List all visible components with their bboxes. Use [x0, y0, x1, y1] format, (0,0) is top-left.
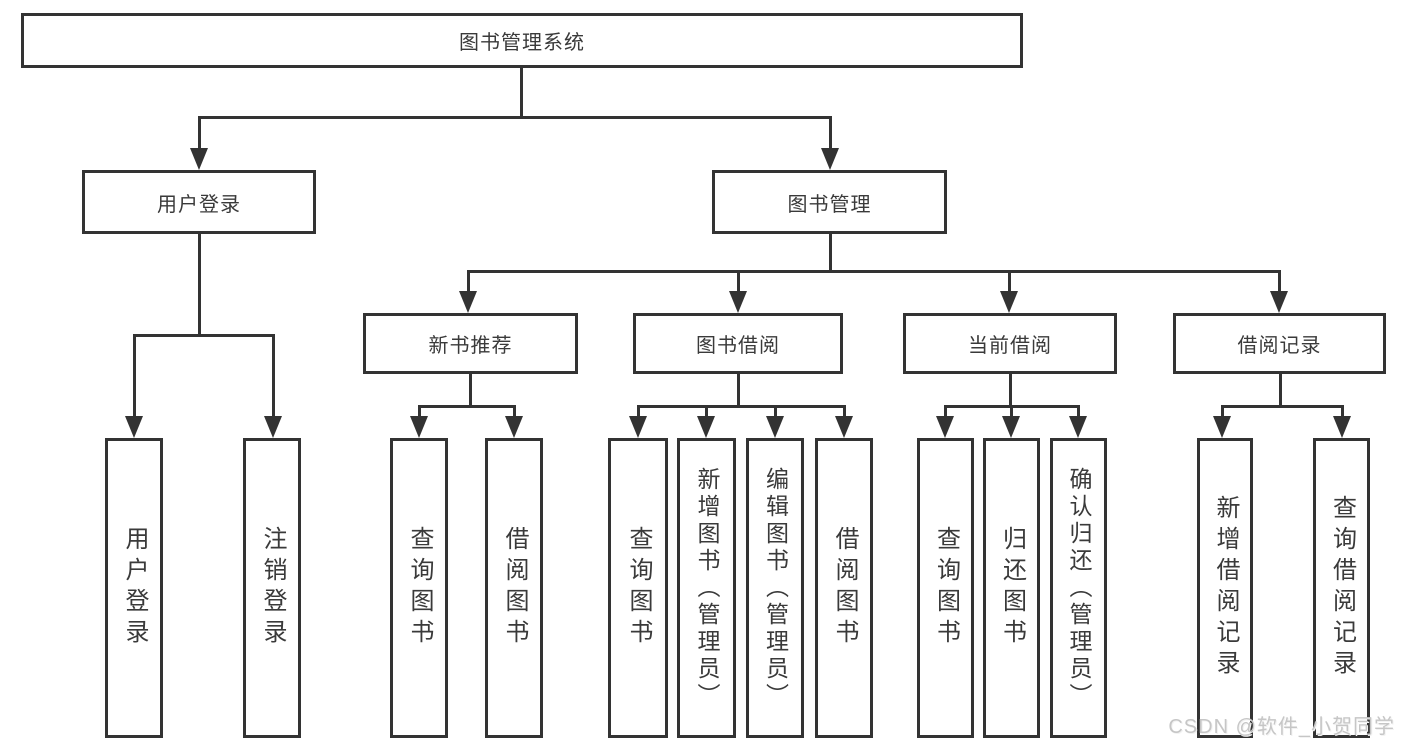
edge-line — [513, 405, 516, 420]
edge-line — [944, 405, 947, 420]
edge-line — [1009, 374, 1012, 408]
edge-line — [1077, 405, 1080, 420]
arrowhead-down-icon — [190, 148, 208, 170]
edge-line — [737, 374, 740, 408]
leaf-query-books-current: 查询图书 — [917, 438, 974, 738]
edge-line — [737, 270, 740, 295]
node-book-management: 图书管理 — [712, 170, 947, 234]
edge-line — [418, 405, 516, 408]
edge-line — [1010, 405, 1013, 420]
leaf-borrow-books-recommend: 借阅图书 — [485, 438, 543, 738]
edge-line — [1008, 270, 1011, 295]
arrowhead-down-icon — [729, 291, 747, 313]
arrowhead-down-icon — [1000, 291, 1018, 313]
leaf-query-borrow-record: 查询借阅记录 — [1313, 438, 1370, 738]
leaf-confirm-return-admin: 确认归还（管理员） — [1050, 438, 1107, 738]
edge-line — [829, 234, 832, 273]
arrowhead-down-icon — [766, 416, 784, 438]
edge-line — [1278, 270, 1281, 295]
edge-line — [1221, 405, 1224, 420]
node-current-borrow: 当前借阅 — [903, 313, 1117, 374]
node-borrow-records-label: 借阅记录 — [1237, 335, 1322, 357]
edge-line — [829, 116, 832, 150]
leaf-label: 借阅图书 — [831, 526, 858, 650]
leaf-logout: 注销登录 — [243, 438, 301, 738]
node-current-borrow-label: 当前借阅 — [968, 335, 1052, 357]
arrowhead-down-icon — [629, 416, 647, 438]
edge-line — [198, 116, 832, 119]
leaf-query-books-borrow: 查询图书 — [608, 438, 668, 738]
leaf-label: 归还图书 — [998, 526, 1026, 650]
edge-line — [272, 334, 275, 420]
arrowhead-down-icon — [459, 291, 477, 313]
leaf-borrow-books: 借阅图书 — [815, 438, 873, 738]
edge-line — [467, 270, 1281, 273]
node-borrow-records: 借阅记录 — [1173, 313, 1386, 374]
leaf-add-books-admin: 新增图书（管理员） — [677, 438, 736, 738]
leaf-label: 查询图书 — [625, 526, 652, 650]
node-root-label: 图书管理系统 — [459, 32, 585, 54]
leaf-user-login: 用户登录 — [105, 438, 163, 738]
leaf-query-books-recommend: 查询图书 — [390, 438, 448, 738]
leaf-label: 用户登录 — [121, 526, 148, 650]
edge-line — [637, 405, 640, 420]
edge-line — [1279, 374, 1282, 408]
node-root-system: 图书管理系统 — [21, 13, 1023, 68]
arrowhead-down-icon — [264, 416, 282, 438]
leaf-label: 确认归还（管理员） — [1066, 466, 1092, 710]
edge-line — [1341, 405, 1344, 420]
arrowhead-down-icon — [1213, 416, 1231, 438]
arrowhead-down-icon — [125, 416, 143, 438]
leaf-label: 查询图书 — [932, 526, 960, 650]
node-book-management-label: 图书管理 — [787, 193, 872, 216]
arrowhead-down-icon — [505, 416, 523, 438]
arrowhead-down-icon — [697, 416, 715, 438]
arrowhead-down-icon — [821, 148, 839, 170]
arrowhead-down-icon — [410, 416, 428, 438]
leaf-return-books: 归还图书 — [983, 438, 1040, 738]
edge-line — [469, 374, 472, 408]
leaf-label: 借阅图书 — [501, 526, 528, 650]
leaf-label: 新增图书（管理员） — [694, 466, 720, 710]
edge-line — [637, 405, 846, 408]
edge-line — [467, 270, 470, 295]
node-new-book-recommend-label: 新书推荐 — [428, 335, 513, 357]
edge-line — [133, 334, 275, 337]
edge-line — [1221, 405, 1344, 408]
leaf-label: 查询图书 — [406, 526, 433, 650]
arrowhead-down-icon — [936, 416, 954, 438]
node-book-borrow-label: 图书借阅 — [696, 335, 780, 357]
arrowhead-down-icon — [1270, 291, 1288, 313]
leaf-edit-books-admin: 编辑图书（管理员） — [746, 438, 804, 738]
leaf-label: 编辑图书（管理员） — [762, 466, 789, 710]
arrowhead-down-icon — [1069, 416, 1087, 438]
arrowhead-down-icon — [835, 416, 853, 438]
node-new-book-recommend: 新书推荐 — [363, 313, 578, 374]
leaf-label: 查询借阅记录 — [1328, 495, 1356, 681]
csdn-watermark: CSDN @软件_小贺同学 — [1168, 716, 1395, 738]
node-book-borrow: 图书借阅 — [633, 313, 843, 374]
edge-line — [705, 405, 708, 420]
arrowhead-down-icon — [1002, 416, 1020, 438]
node-user-login: 用户登录 — [82, 170, 316, 234]
edge-line — [774, 405, 777, 420]
edge-line — [418, 405, 421, 420]
leaf-add-borrow-record: 新增借阅记录 — [1197, 438, 1253, 738]
arrowhead-down-icon — [1333, 416, 1351, 438]
leaf-label: 注销登录 — [259, 526, 286, 650]
leaf-label: 新增借阅记录 — [1212, 495, 1239, 681]
node-user-login-label: 用户登录 — [157, 193, 241, 216]
edge-line — [520, 68, 523, 118]
edge-line — [843, 405, 846, 420]
edge-line — [198, 116, 201, 150]
edge-line — [133, 334, 136, 420]
edge-line — [198, 234, 201, 337]
